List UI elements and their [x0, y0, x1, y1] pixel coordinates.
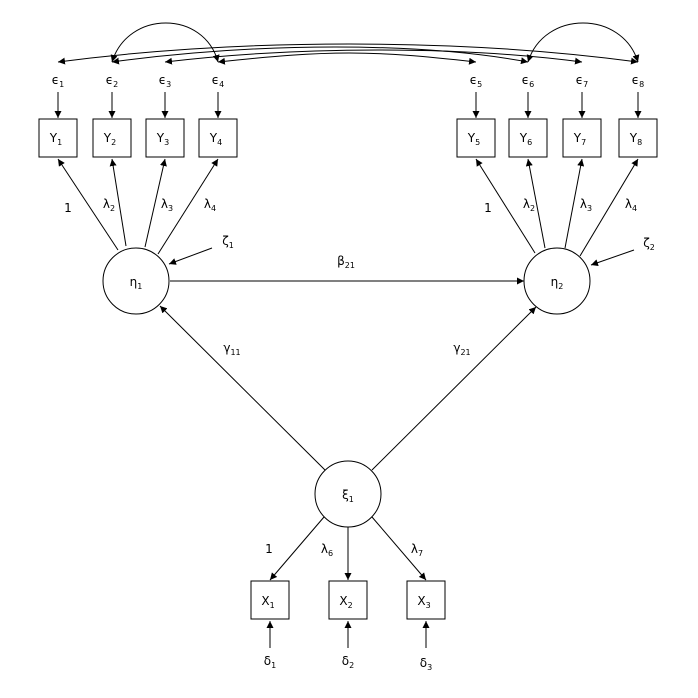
loading-eta2-y7: λ3	[580, 197, 592, 213]
loading-eta1-y3: λ3	[161, 197, 173, 213]
loading-eta2-y8: λ4	[625, 197, 637, 213]
label-x3: X3	[417, 594, 430, 610]
cov-e2-e6	[111, 46, 529, 65]
label-eta2: η2	[551, 275, 564, 291]
error-covariances	[57, 22, 640, 65]
label-gamma21: γ21	[453, 341, 470, 357]
box-x1	[250, 580, 290, 620]
latent-variables	[102, 247, 591, 528]
arrow-eta1-y1	[57, 158, 119, 251]
error-e3: ϵ3	[159, 73, 171, 89]
cov-e6-e8	[526, 22, 640, 63]
box-x2	[328, 580, 368, 620]
label-xi1: ξ1	[342, 488, 354, 504]
label-zeta1: ζ1	[222, 234, 234, 250]
box-y4	[198, 118, 238, 158]
label-y2: Y2	[103, 131, 116, 147]
loading-eta2-y5: 1	[484, 201, 492, 215]
loading-xi1-x3: λ7	[411, 542, 423, 558]
loading-xi1-x1: 1	[265, 542, 273, 556]
disturbance-arrows	[168, 247, 635, 266]
label-x2: X2	[339, 594, 352, 610]
error-e7: ϵ7	[576, 73, 588, 89]
arrow-gamma11	[159, 305, 326, 471]
box-y1	[38, 118, 78, 158]
eta2-loading-arrows	[475, 158, 639, 257]
label-y8: Y8	[629, 131, 642, 147]
error-e2: ϵ2	[106, 73, 118, 89]
x-errors: δ1 δ2 δ3	[264, 654, 432, 672]
structural-paths	[159, 277, 537, 471]
box-x3	[406, 580, 446, 620]
label-y5: Y5	[467, 131, 480, 147]
box-y7	[562, 118, 602, 158]
error-e1: ϵ1	[52, 73, 64, 89]
latent-eta2	[523, 247, 591, 315]
arrow-xi1-x3	[371, 516, 427, 581]
delta-to-x-arrows	[266, 621, 430, 648]
box-y8	[618, 118, 658, 158]
box-y2	[92, 118, 132, 158]
arrow-eta1-y3	[144, 158, 167, 248]
label-zeta2: ζ2	[643, 236, 655, 252]
arrow-zeta1-eta1	[168, 247, 213, 265]
arrow-xi1-x1	[269, 516, 325, 581]
cov-e1-e8	[57, 43, 639, 65]
label-y7: Y7	[573, 131, 586, 147]
error-d2: δ2	[342, 654, 354, 670]
label-gamma11: γ11	[223, 341, 240, 357]
label-eta1: η1	[130, 275, 143, 291]
y-indicators: Y1 Y2 Y3 Y4 Y5 Y6 Y7 Y8	[38, 118, 658, 158]
label-x1: X1	[261, 594, 274, 610]
error-e6: ϵ6	[522, 73, 534, 89]
label-y1: Y1	[49, 131, 62, 147]
xi1-loading-arrows	[269, 516, 427, 581]
box-y3	[145, 118, 185, 158]
error-to-y-arrows	[54, 92, 642, 118]
arrow-eta1-y2	[109, 158, 127, 247]
loading-eta1-y1: 1	[64, 201, 72, 215]
arrow-eta2-y8	[579, 158, 639, 257]
y-errors: ϵ1 ϵ2 ϵ3 ϵ4 ϵ5 ϵ6 ϵ7 ϵ8	[52, 73, 644, 89]
error-e4: ϵ4	[212, 73, 224, 89]
arrow-eta2-y5	[475, 158, 536, 254]
arrow-zeta2-eta2	[590, 249, 635, 266]
box-y6	[508, 118, 548, 158]
box-y5	[456, 118, 496, 158]
eta2-loading-labels: 1 λ2 λ3 λ4	[484, 197, 637, 215]
error-d3: δ3	[420, 656, 432, 672]
label-y6: Y6	[519, 131, 532, 147]
error-d1: δ1	[264, 654, 276, 670]
error-e5: ϵ5	[470, 73, 482, 89]
cov-e4-e5	[217, 52, 477, 65]
arrow-eta2-y7	[564, 158, 585, 249]
loading-xi1-x2: λ6	[321, 542, 333, 558]
arrow-eta2-y6	[525, 158, 546, 249]
latent-eta1	[102, 247, 170, 315]
arrow-eta1-y4	[157, 158, 219, 255]
x-indicators: X1 X2 X3	[250, 580, 446, 620]
loading-eta2-y6: λ2	[523, 197, 535, 213]
loading-eta1-y2: λ2	[103, 197, 115, 213]
loading-eta1-y4: λ4	[204, 197, 216, 213]
xi1-loading-labels: 1 λ6 λ7	[265, 542, 423, 558]
eta1-loading-labels: 1 λ2 λ3 λ4	[64, 197, 216, 215]
error-e8: ϵ8	[632, 73, 644, 89]
eta1-loading-arrows	[57, 158, 219, 255]
arrow-gamma21	[371, 306, 537, 471]
label-y4: Y4	[209, 131, 222, 147]
cov-e2-e4	[110, 22, 220, 63]
label-y3: Y3	[156, 131, 169, 147]
label-beta21: β21	[337, 254, 355, 270]
